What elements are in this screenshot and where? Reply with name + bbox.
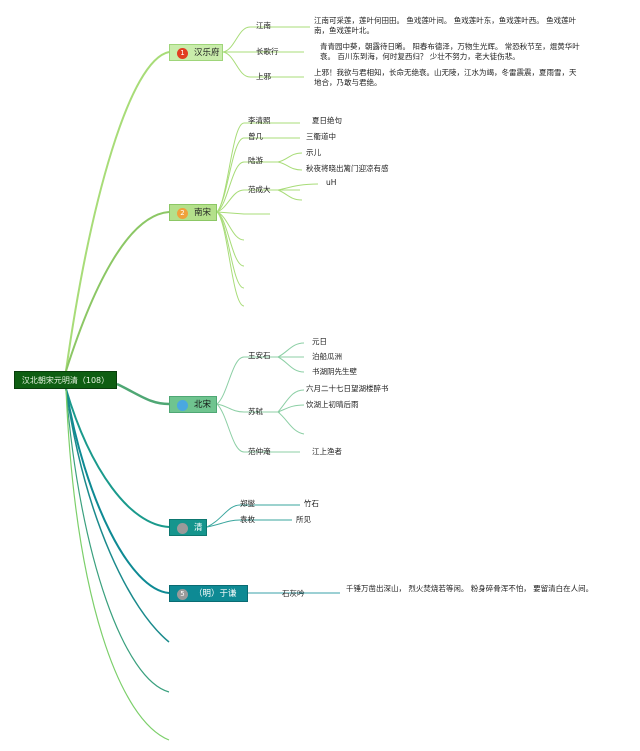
work-node[interactable]: 江南可采莲，莲叶何田田。 鱼戏莲叶间。 鱼戏莲叶东，鱼戏莲叶西。 鱼戏莲叶南，鱼… [314,16,577,35]
work-node[interactable]: 元日 [312,337,327,346]
number-badge: 5 [177,589,188,600]
author-node[interactable]: 王安石 [248,351,271,360]
branch-han-yuefu[interactable]: 1 汉乐府 [169,44,223,61]
work-node[interactable]: 六月二十七日望湖楼醉书 [306,384,389,393]
work-node[interactable]: 江上渔者 [312,447,342,456]
branch-qing[interactable]: 清 [169,519,207,536]
work-node[interactable]: uH [326,178,337,187]
work-node[interactable]: 泊船瓜洲 [312,352,342,361]
number-badge [177,523,188,534]
work-node[interactable]: 上邪！我欲与君相知，长命无绝衰。山无陵，江水为竭，冬雷震震，夏雨雪，天地合，乃敢… [314,68,577,87]
number-badge: 1 [177,48,188,59]
author-node[interactable]: 曾几 [248,132,263,141]
branch-label: 清 [194,523,203,533]
author-node[interactable]: 江南 [256,21,271,30]
branch-northern-song[interactable]: 北宋 [169,396,217,413]
branch-label: 北宋 [194,400,212,410]
work-node[interactable]: 所见 [296,515,311,524]
branch-label: （明）于谦 [194,589,237,599]
author-node[interactable]: 陆游 [248,156,263,165]
author-node[interactable]: 苏轼 [248,407,263,416]
author-node[interactable]: 范仲淹 [248,447,271,456]
author-node[interactable]: 郑燮 [240,499,255,508]
branch-southern-song[interactable]: 2 南宋 [169,204,217,221]
branch-ming-yu-qian[interactable]: 5 （明）于谦 [169,585,248,602]
root-node[interactable]: 汉北朝宋元明清（108） [14,371,117,389]
author-node[interactable]: 长歌行 [256,47,279,56]
author-node[interactable]: 石灰吟 [282,589,305,598]
work-node[interactable]: 秋夜将晓出篱门迎凉有感 [306,164,389,173]
work-node[interactable]: 夏日绝句 [312,116,342,125]
work-node[interactable]: 书湖阴先生壁 [312,367,357,376]
work-node[interactable]: 示儿 [306,148,321,157]
author-node[interactable]: 上邪 [256,72,271,81]
work-node[interactable]: 三衢道中 [306,132,336,141]
number-badge [177,400,188,411]
number-badge: 2 [177,208,188,219]
author-node[interactable]: 范成大 [248,185,271,194]
branch-label: 汉乐府 [194,48,220,58]
work-node[interactable]: 千锤万凿出深山， 烈火焚烧若等闲。 粉身碎骨浑不怕， 要留清白在人间。 [346,584,594,593]
author-node[interactable]: 李清照 [248,116,271,125]
work-node[interactable]: 饮湖上初晴后雨 [306,400,359,409]
work-node[interactable]: 竹石 [304,499,319,508]
work-node[interactable]: 青青园中葵，朝露待日晞。 阳春布德泽，万物生光辉。 常恐秋节至，焜黄华叶衰。 百… [320,42,580,61]
branch-label: 南宋 [194,208,212,218]
author-node[interactable]: 袁枚 [240,515,255,524]
